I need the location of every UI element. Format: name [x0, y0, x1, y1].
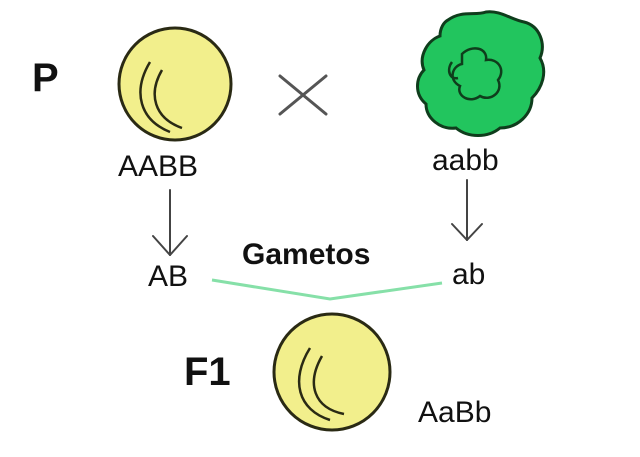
gamete-right: ab — [452, 258, 486, 291]
wrinkled-green-seed-parent — [416, 10, 546, 137]
gamete-left: AB — [148, 260, 189, 293]
f1-generation-label: F1 — [184, 350, 231, 394]
round-yellow-seed-offspring — [272, 312, 392, 432]
p-generation-label: P — [32, 56, 59, 100]
round-yellow-seed-parent — [117, 26, 233, 142]
gamete-fusion-line — [211, 278, 443, 301]
arrow-down-right-icon — [451, 179, 483, 241]
parent-right-genotype: aabb — [432, 144, 499, 177]
offspring-genotype: AaBb — [418, 396, 492, 429]
gametes-title: Gametos — [242, 238, 371, 271]
arrow-down-left-icon — [152, 189, 188, 256]
parent-left-genotype: AABB — [118, 150, 199, 183]
cross-icon — [278, 74, 328, 116]
